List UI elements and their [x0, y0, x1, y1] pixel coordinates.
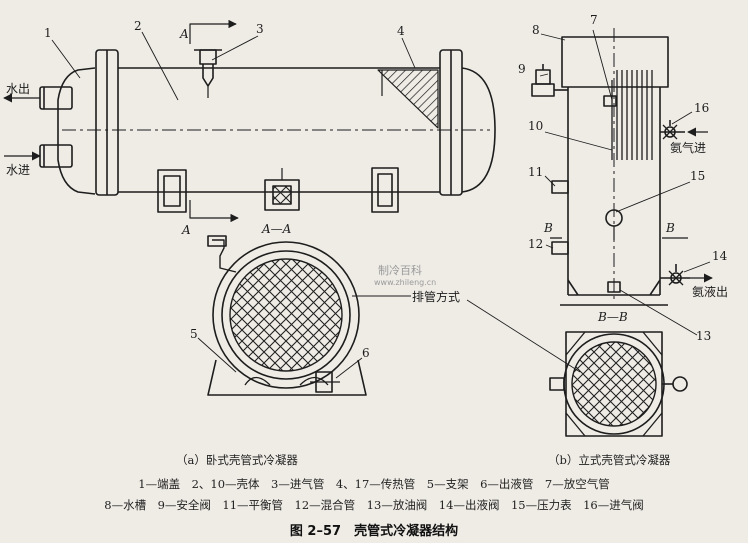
gas-inlet-valve	[660, 120, 685, 140]
label-num-12: 12	[528, 237, 543, 251]
label-mark-a-top: A	[179, 27, 189, 41]
figure-title: 图 2–57 壳管式冷凝器结构	[289, 524, 459, 539]
label-mark-b-left: B	[543, 221, 553, 235]
label-num-4: 4	[397, 24, 405, 38]
liquid-outlet-valve	[660, 264, 690, 286]
end-cover-left	[57, 67, 96, 195]
label-ammonia-liquid-out: 氨液出	[692, 284, 728, 299]
end-cover-right	[461, 67, 496, 193]
balance-pipe	[551, 180, 569, 194]
pressure-gauge	[605, 209, 623, 240]
label-num-3: 3	[256, 22, 264, 36]
gas-inlet-pipe	[194, 49, 222, 98]
vertical-condenser	[531, 28, 713, 306]
air-vent-valve	[603, 95, 617, 107]
liquid-outlet-box	[264, 168, 300, 211]
label-num-15: 15	[690, 169, 705, 183]
vertical-base	[560, 279, 668, 306]
label-section-bb: B—B	[597, 310, 628, 324]
label-water-in: 水进	[6, 163, 30, 177]
caption-vertical: （b）立式壳管式冷凝器	[548, 453, 671, 467]
safety-valve	[531, 64, 568, 97]
tube-bundle-a	[229, 258, 343, 372]
label-num-9: 9	[518, 62, 526, 76]
label-num-1: 1	[44, 26, 52, 40]
label-water-out: 水出	[6, 82, 30, 96]
label-mark-a-bottom: A	[181, 223, 191, 237]
label-num-14: 14	[712, 249, 728, 263]
watermark-url: www.zhileng.cn	[374, 278, 437, 287]
vertical-tubes	[611, 70, 653, 160]
water-tank	[561, 36, 669, 88]
watermark-logo: 制冷百科	[378, 264, 422, 277]
label-num-2: 2	[134, 19, 142, 33]
label-ammonia-gas-in: 氨气进	[670, 140, 706, 155]
legend-line-2: 8—水槽 9—安全阀 11—平衡管 12—混合管 13—放油阀 14—出液阀 1…	[104, 498, 644, 512]
tube-bundle-b	[571, 341, 657, 427]
label-mark-b-right: B	[665, 221, 675, 235]
label-section-aa: A—A	[261, 222, 292, 236]
support-left	[157, 169, 187, 213]
caption-horizontal: （a）卧式壳管式冷凝器	[176, 453, 298, 467]
mixing-pipe	[551, 241, 569, 255]
label-tube-arrangement: 排管方式	[412, 289, 460, 304]
section-b-b	[549, 331, 688, 437]
leader-lines	[51, 29, 711, 379]
label-num-16: 16	[694, 101, 709, 115]
label-num-11: 11	[528, 165, 543, 179]
heat-transfer-tubes	[377, 69, 439, 129]
label-num-13: 13	[696, 329, 711, 343]
section-a-a	[207, 235, 367, 396]
legend-line-1: 1—端盖 2、10—壳体 3—进气管 4、17—传热管 5—支架 6—出液管 7…	[138, 477, 610, 491]
label-num-8: 8	[532, 23, 540, 37]
label-num-5: 5	[190, 327, 198, 341]
label-num-7: 7	[590, 13, 598, 27]
label-num-6: 6	[362, 346, 370, 360]
label-num-10: 10	[528, 119, 543, 133]
horizontal-condenser	[3, 19, 496, 223]
support-saddle	[207, 359, 367, 396]
support-right	[371, 167, 399, 213]
